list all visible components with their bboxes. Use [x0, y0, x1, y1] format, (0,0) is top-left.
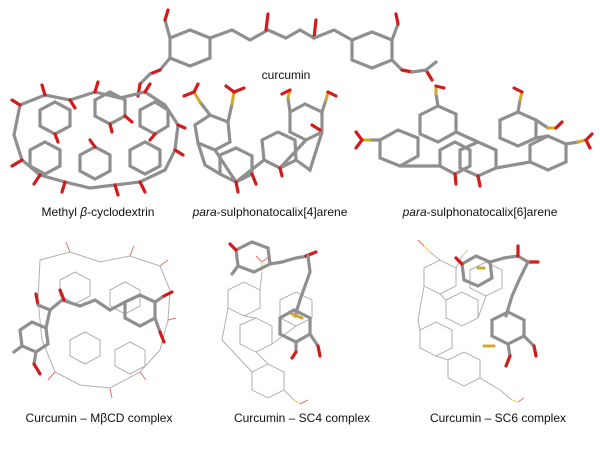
complex-sc6-label: Curcumin – SC6 complex: [429, 411, 567, 425]
sc4-label-rest: -sulphonatocalix[4]arene: [216, 205, 348, 219]
complex-sc4-label: Curcumin – SC4 complex: [233, 411, 371, 425]
sc6-label-rest: -sulphonatocalix[6]arene: [426, 205, 558, 219]
sc6-label: para-sulphonatocalix[6]arene: [400, 205, 560, 219]
complex-mbcd-label: Curcumin – MβCD complex: [25, 411, 173, 425]
sc4-label: para-sulphonatocalix[4]arene: [190, 205, 350, 219]
mbcd-label-suffix: -cyclodextrin: [87, 205, 155, 219]
curcumin-label: curcumin: [261, 68, 311, 82]
mbcd-label-greek: β: [80, 205, 88, 219]
sc4-label-italic: para: [192, 205, 217, 219]
mbcd-label: Methyl β-cyclodextrin: [18, 205, 178, 219]
mbcd-label-prefix: Methyl: [41, 205, 81, 219]
sc6-label-italic: para: [402, 205, 427, 219]
